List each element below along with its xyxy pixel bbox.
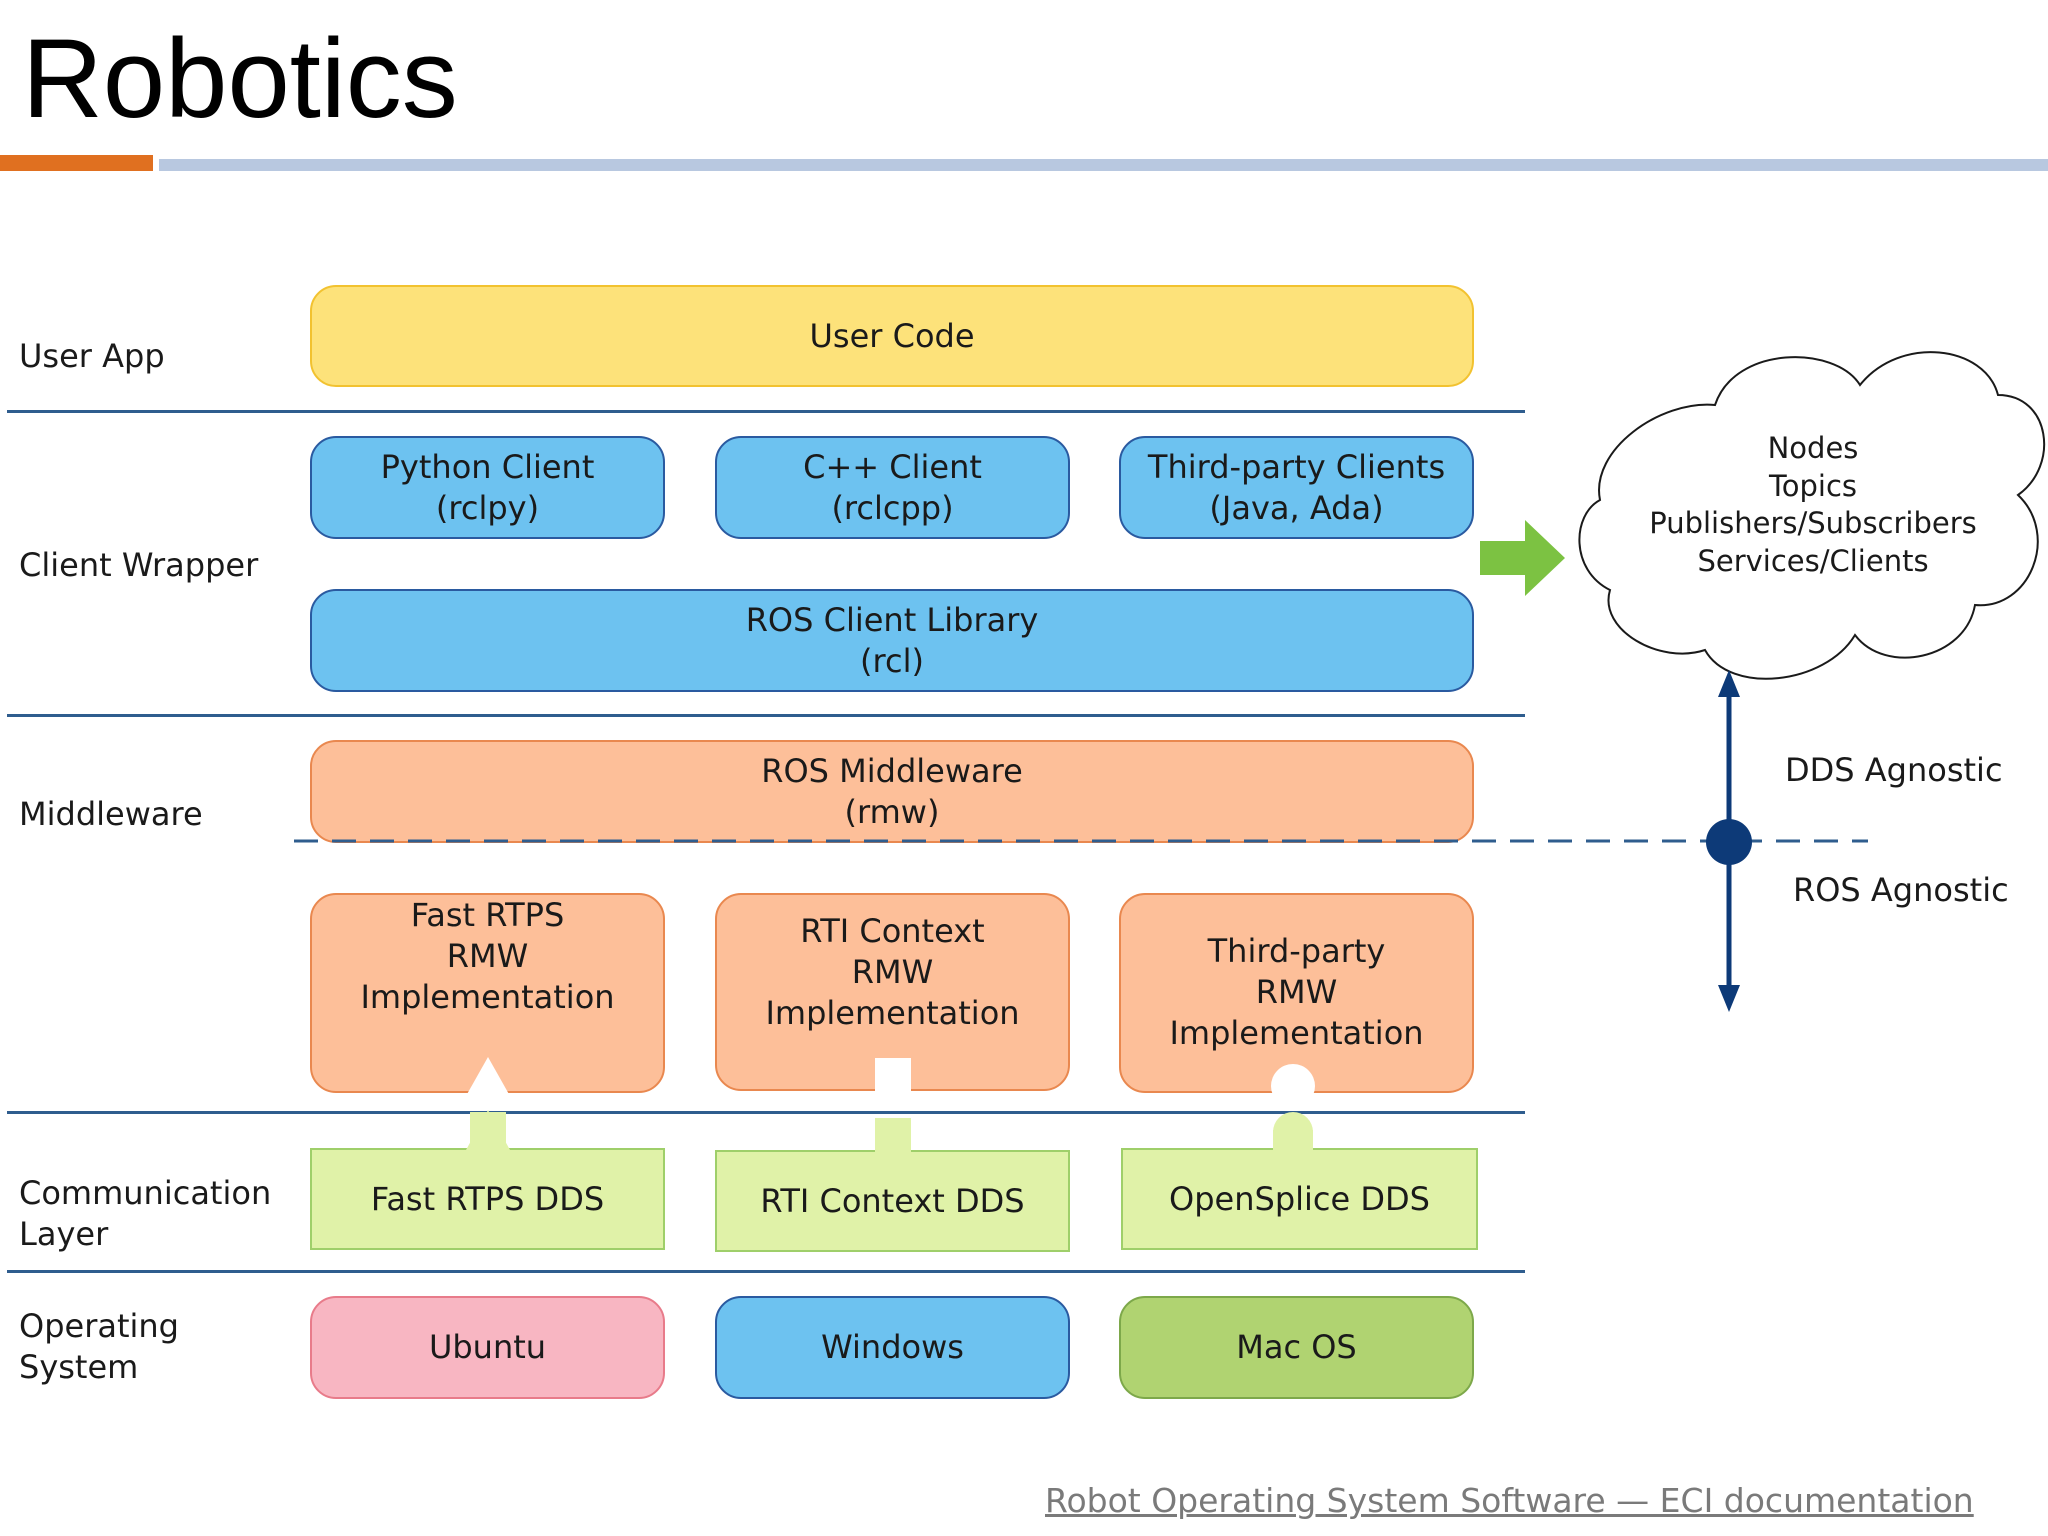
layer-separator [7,1270,1525,1273]
title-rule [159,159,2048,171]
ros-agnostic-label: ROS Agnostic [1793,871,2009,909]
layer-label-os: Operating System [19,1307,179,1386]
cpp-client-box: C++ Client (rclcpp) [715,436,1070,539]
rcl-box: ROS Client Library (rcl) [310,589,1474,692]
layer-label-communication: Communication Layer [19,1174,272,1253]
rti-connector-icon [875,1058,911,1152]
user-code-box: User Code [310,285,1474,387]
fast-rtps-dds-box: Fast RTPS DDS [310,1148,665,1250]
fast-rtps-connector-icon [466,1057,510,1152]
layer-label-middleware: Middleware [19,795,203,833]
opensplice-dds-box: OpenSplice DDS [1121,1148,1478,1250]
cloud-label: Nodes Topics Publishers/Subscribers Serv… [1649,431,1977,578]
layer-separator [7,1111,1525,1114]
windows-box: Windows [715,1296,1070,1399]
third-party-rmw-box: Third-party RMW Implementation [1119,893,1474,1093]
python-client-box: Python Client (rclpy) [310,436,665,539]
dds-agnostic-label: DDS Agnostic [1785,751,2003,789]
layer-label-client-wrapper: Client Wrapper [19,546,259,584]
green-right-arrow-icon [1480,520,1565,596]
source-link[interactable]: Robot Operating System Software — ECI do… [1045,1481,1974,1520]
rti-dds-box: RTI Context DDS [715,1150,1070,1252]
title-accent-rule [0,155,153,171]
third-party-clients-box: Third-party Clients (Java, Ada) [1119,436,1474,539]
cloud-icon [1578,351,2046,680]
rmw-box: ROS Middleware (rmw) [310,740,1474,843]
layer-separator [7,714,1525,717]
slide-title: Robotics [22,16,458,141]
opensplice-connector-icon [1271,1064,1315,1152]
double-headed-arrow-icon [1706,670,1752,1012]
layer-separator [7,410,1525,413]
macos-box: Mac OS [1119,1296,1474,1399]
layer-label-user-app: User App [19,337,165,375]
ubuntu-box: Ubuntu [310,1296,665,1399]
